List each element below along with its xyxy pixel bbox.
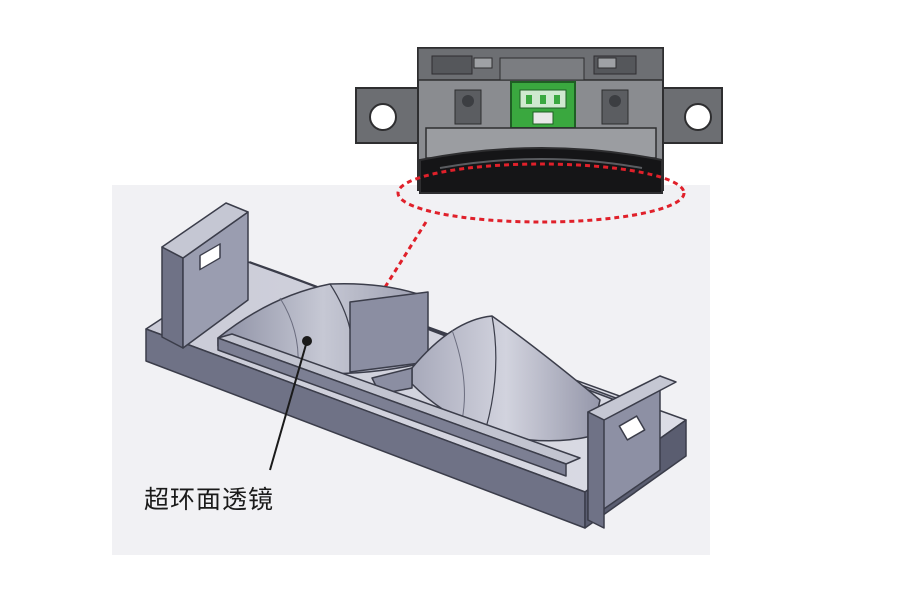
- left-end-wall-front: [161, 246, 184, 349]
- lens-holder-3d: [145, 202, 687, 529]
- highlight-ellipse: [396, 162, 686, 224]
- lens-leader-line: [269, 340, 308, 471]
- sensor-module-view: [355, 47, 723, 194]
- left-mounting-hole: [369, 103, 397, 131]
- highlight-connector-line: [380, 221, 428, 293]
- left-wall-slot: [199, 243, 221, 271]
- right-mounting-hole: [684, 103, 712, 131]
- lens-callout-label: 超环面透镜: [144, 485, 275, 514]
- module-lens-window: [419, 147, 663, 194]
- right-wall-slot: [618, 415, 646, 441]
